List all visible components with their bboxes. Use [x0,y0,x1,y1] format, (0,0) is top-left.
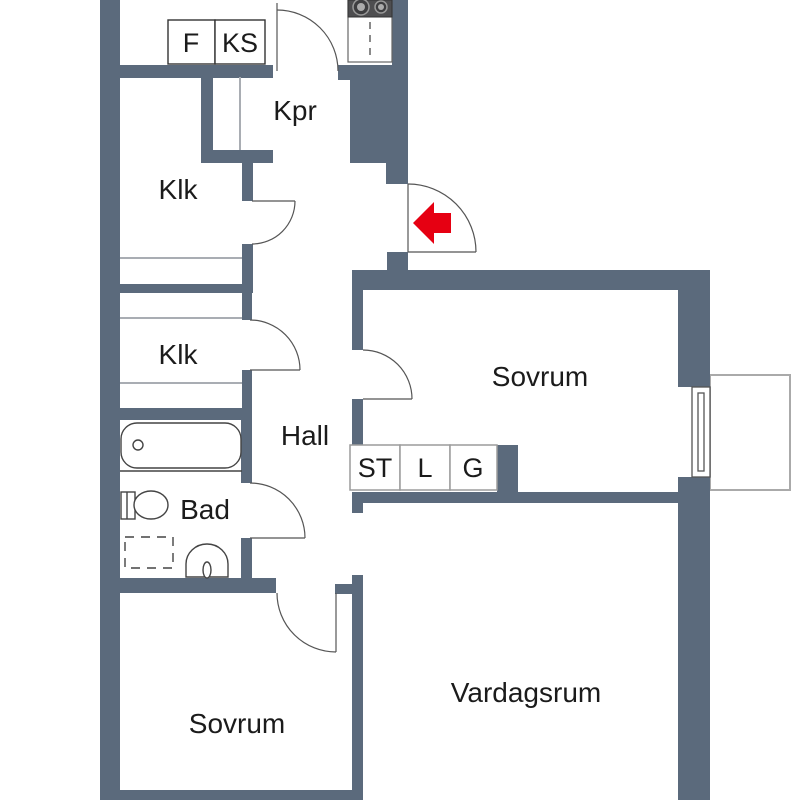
door-klk-lower [249,319,301,371]
wall [201,150,273,163]
label-klk-upper: Klk [159,174,199,205]
wall [241,538,252,578]
cabinet-ks [214,19,266,65]
wall [242,370,252,420]
door-kitchen [276,3,339,72]
wall [118,408,242,420]
window-icon [691,386,711,478]
wall [241,420,252,483]
sink-icon [185,543,229,579]
wall [335,584,352,594]
wall [118,284,242,293]
entrance-arrow-icon [413,202,451,244]
cabinet-f [167,19,216,65]
wall [352,503,363,513]
closet-g [449,444,498,491]
room-labels: F KS Kpr Klk Klk Hall Bad Sovrum ST L G … [159,28,602,739]
door-entrance [407,183,477,253]
wall [497,445,518,492]
toilet-icon [120,490,169,520]
wall [352,270,710,290]
label-g: G [462,453,483,483]
door-sovrum-right [362,349,413,400]
wall [352,290,363,350]
label-kpr: Kpr [273,95,317,126]
shelf-lines [120,77,242,384]
door-bad [249,482,306,539]
wall [387,252,408,272]
bathroom-fixtures [120,422,242,579]
label-klk-lower: Klk [159,339,199,370]
wall [352,575,363,800]
bedroom-closets [349,444,498,491]
wall [350,78,408,163]
balcony-outline [709,374,791,491]
walls [100,0,710,800]
door-swings [249,3,477,653]
wall [242,293,252,320]
label-ks: KS [222,28,258,58]
wall [120,65,273,78]
label-vardagsrum: Vardagsrum [451,677,601,708]
kitchen-cabinets [167,19,266,65]
stove-icon [347,0,393,63]
wall [352,399,363,445]
label-hall: Hall [281,420,329,451]
wall [100,578,276,593]
wall [201,77,213,155]
wall [392,0,408,78]
washing-machine-icon [124,536,174,569]
label-l: L [417,453,432,483]
closet-st [349,444,401,491]
wall [352,492,678,503]
wall [386,163,408,184]
label-f: F [183,28,200,58]
label-bad: Bad [180,494,230,525]
label-st: ST [358,453,393,483]
label-sovrum-right: Sovrum [492,361,588,392]
wall [100,0,120,800]
door-klk-upper [251,200,296,245]
wall [678,270,710,387]
wall [678,477,710,800]
door-sovrum-bottom [276,592,337,653]
wall [338,65,400,80]
wall [100,790,363,800]
wall [242,163,253,201]
wall [242,244,253,293]
label-sovrum-bottom: Sovrum [189,708,285,739]
closet-l [399,444,451,491]
bathtub-icon [120,422,242,472]
